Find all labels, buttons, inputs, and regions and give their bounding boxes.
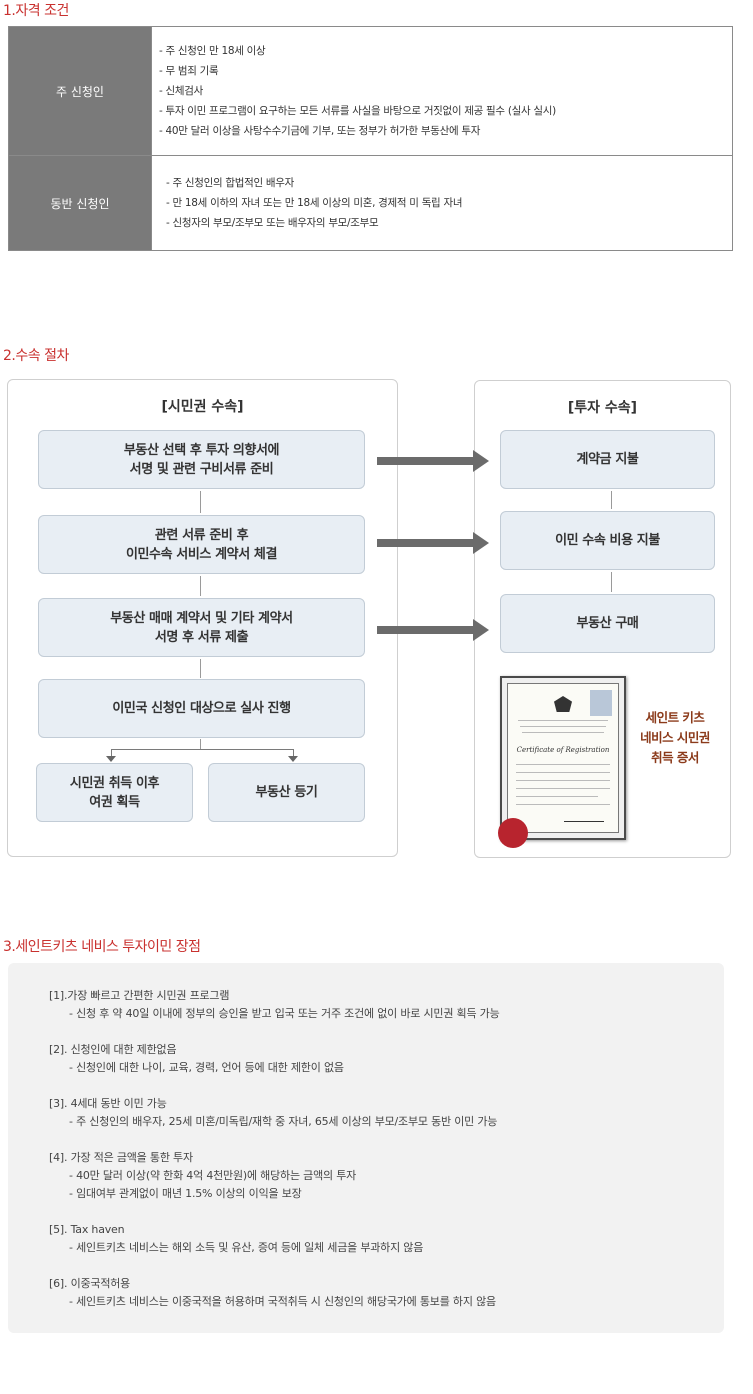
step-due-diligence: 이민국 신청인 대상으로 실사 진행 <box>38 679 365 738</box>
arrow-down-icon <box>106 756 116 762</box>
seal-icon <box>498 818 528 848</box>
benefit-heading: [2]. 신청인에 대한 제한없음 <box>49 1043 177 1056</box>
benefits-box: [1].가장 빠르고 간편한 시민권 프로그램 - 신청 후 약 40일 이내에… <box>8 963 724 1333</box>
benefit-detail: - 주 신청인의 배우자, 25세 미혼/미독립/재학 중 자녀, 65세 이상… <box>69 1115 498 1128</box>
row-content: - 주 신청인의 합법적인 배우자 - 만 18세 이하의 자녀 또는 만 18… <box>166 156 732 250</box>
certificate-text-line <box>520 726 606 727</box>
connector <box>200 491 201 513</box>
certificate-caption: 세인트 키츠 네비스 시민권 취득 증서 <box>640 710 710 765</box>
section2-title: 2.수속 절차 <box>3 348 69 364</box>
condition-line: - 신청자의 부모/조부모 또는 배우자의 부모/조부모 <box>166 217 379 229</box>
applicant-photo <box>590 690 612 716</box>
arrow-right-icon <box>377 532 489 554</box>
branch-connector <box>111 749 293 750</box>
branch-connector <box>111 749 112 757</box>
step-passport: 시민권 취득 이후 여권 획득 <box>36 763 193 822</box>
benefit-detail: - 세인트키츠 네비스는 해외 소득 및 유산, 증여 등에 일체 세금을 부과… <box>69 1241 424 1254</box>
row-content: - 주 신청인 만 18세 이상 - 무 범죄 기록 - 신체검사 - 투자 이… <box>159 27 732 155</box>
arrow-right-icon <box>377 619 489 641</box>
connector <box>200 576 201 596</box>
benefit-detail: - 40만 달러 이상(약 한화 4억 4천만원)에 해당하는 금액의 투자 <box>69 1169 357 1182</box>
benefit-item: [4]. 가장 적은 금액을 통한 투자 - 40만 달러 이상(약 한화 4억… <box>49 1149 356 1203</box>
certificate-text-line <box>516 764 610 765</box>
certificate-text-line <box>516 804 610 805</box>
certificate-text-line <box>516 780 610 781</box>
certificate-text-line <box>516 788 610 789</box>
signature <box>564 810 604 822</box>
step-deposit-payment: 계약금 지불 <box>500 430 715 489</box>
branch-connector <box>293 749 294 757</box>
connector <box>611 572 612 592</box>
connector <box>200 659 201 678</box>
benefit-heading: [4]. 가장 적은 금액을 통한 투자 <box>49 1151 193 1164</box>
condition-line: - 40만 달러 이상을 사탕수수기금에 기부, 또는 정부가 허가한 부동산에… <box>159 125 481 137</box>
section1-title: 1.자격 조건 <box>3 3 69 19</box>
connector <box>611 491 612 509</box>
benefit-detail: - 신청인에 대한 나이, 교육, 경력, 언어 등에 대한 제한이 없음 <box>69 1061 344 1074</box>
condition-line: - 만 18세 이하의 자녀 또는 만 18세 이상의 미혼, 경제적 미 독립… <box>166 197 463 209</box>
step-service-contract: 관련 서류 준비 후 이민수속 서비스 계약서 체결 <box>38 515 365 574</box>
benefit-item: [6]. 이중국적허용 - 세인트키츠 네비스는 이중국적을 허용하며 국적취득… <box>49 1275 496 1311</box>
certificate-text-line <box>516 796 598 797</box>
benefit-item: [2]. 신청인에 대한 제한없음 - 신청인에 대한 나이, 교육, 경력, … <box>49 1041 344 1077</box>
certificate-text-line <box>522 732 604 733</box>
arrow-right-icon <box>377 450 489 472</box>
row-label: 주 신청인 <box>9 27 152 155</box>
step-property-selection: 부동산 선택 후 투자 의향서에 서명 및 관련 구비서류 준비 <box>38 430 365 489</box>
benefit-heading: [6]. 이중국적허용 <box>49 1277 131 1290</box>
condition-line: - 투자 이민 프로그램이 요구하는 모든 서류를 사실을 바탕으로 거짓없이 … <box>159 105 556 117</box>
benefit-detail: - 신청 후 약 40일 이내에 정부의 승인을 받고 입국 또는 거주 조건에… <box>69 1007 500 1020</box>
condition-line: - 신체검사 <box>159 85 203 97</box>
benefit-item: [1].가장 빠르고 간편한 시민권 프로그램 - 신청 후 약 40일 이내에… <box>49 987 500 1023</box>
branch-connector <box>200 739 201 749</box>
step-document-submission: 부동산 매매 계약서 및 기타 계약서 서명 후 서류 제출 <box>38 598 365 657</box>
benefit-heading: [5]. Tax haven <box>49 1223 125 1236</box>
benefit-item: [3]. 4세대 동반 이민 가능 - 주 신청인의 배우자, 25세 미혼/미… <box>49 1095 497 1131</box>
step-property-registration: 부동산 등기 <box>208 763 365 822</box>
certificate-frame: Certificate of Registration <box>507 683 619 833</box>
benefit-heading: [3]. 4세대 동반 이민 가능 <box>49 1097 167 1110</box>
condition-line: - 무 범죄 기록 <box>159 65 219 77</box>
certificate-image: Certificate of Registration <box>498 676 626 848</box>
panel-title: [투자 수속] <box>567 400 638 416</box>
table-row-main-applicant: 주 신청인 - 주 신청인 만 18세 이상 - 무 범죄 기록 - 신체검사 … <box>9 27 732 156</box>
step-processing-fee: 이민 수속 비용 지불 <box>500 511 715 570</box>
certificate-text-line <box>518 720 608 721</box>
step-property-purchase: 부동산 구매 <box>500 594 715 653</box>
arrow-down-icon <box>288 756 298 762</box>
benefit-detail: - 세인트키츠 네비스는 이중국적을 허용하며 국적취득 시 신청인의 해당국가… <box>69 1295 496 1308</box>
benefit-item: [5]. Tax haven - 세인트키츠 네비스는 해외 소득 및 유산, … <box>49 1221 423 1257</box>
benefit-heading: [1].가장 빠르고 간편한 시민권 프로그램 <box>49 989 230 1002</box>
row-label: 동반 신청인 <box>9 156 152 250</box>
certificate-title: Certificate of Registration <box>516 746 610 754</box>
certificate-text-line <box>516 772 610 773</box>
panel-title: [시민권 수속] <box>161 399 244 415</box>
section3-title: 3.세인트키츠 네비스 투자이민 장점 <box>3 939 201 955</box>
benefit-detail: - 임대여부 관계없이 매년 1.5% 이상의 이익을 보장 <box>69 1187 302 1200</box>
condition-line: - 주 신청인 만 18세 이상 <box>159 45 266 57</box>
condition-line: - 주 신청인의 합법적인 배우자 <box>166 177 294 189</box>
crest-icon <box>554 696 572 712</box>
qualification-table: 주 신청인 - 주 신청인 만 18세 이상 - 무 범죄 기록 - 신체검사 … <box>8 26 733 251</box>
table-row-dependents: 동반 신청인 - 주 신청인의 합법적인 배우자 - 만 18세 이하의 자녀 … <box>9 156 732 250</box>
